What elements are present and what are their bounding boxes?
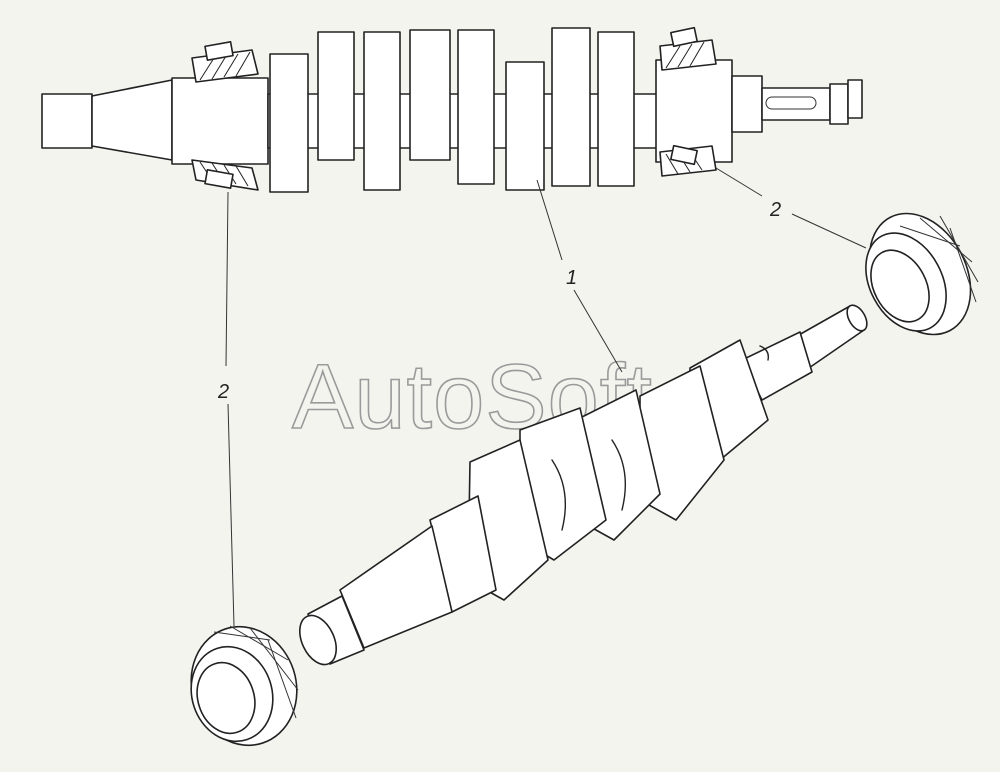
crank-pin-section <box>505 61 545 191</box>
crank-web-2 <box>317 31 355 161</box>
right-shaft-shoulder <box>829 83 849 125</box>
crankshaft-elevation-view <box>41 26 863 193</box>
crank-web-1 <box>269 53 309 193</box>
tapered-roller-bearing-right <box>865 212 979 336</box>
right-shaft <box>761 87 831 121</box>
crank-web-7 <box>597 31 635 187</box>
left-journal <box>171 77 269 165</box>
crank-web-5 <box>457 29 495 185</box>
left-bearing-section <box>191 41 259 191</box>
callout-label-2-right: 2 <box>769 199 781 221</box>
iso-left-end-face <box>299 614 337 666</box>
right-bearing-section <box>659 26 717 177</box>
crank-web-4 <box>409 29 451 161</box>
crank-web-6 <box>551 27 591 187</box>
left-shaft-end <box>41 93 93 149</box>
crank-web-3 <box>363 31 401 191</box>
iso-taper <box>339 525 453 649</box>
leader-lines <box>225 167 867 627</box>
callout-label-2-left: 2 <box>217 381 229 403</box>
crankshaft-isometric-view <box>299 304 868 666</box>
tapered-roller-bearing-left <box>190 625 299 747</box>
callout-label-1: 1 <box>566 267 577 289</box>
tapered-shaft-section <box>91 79 173 161</box>
right-shaft-collar <box>731 75 763 133</box>
right-journal <box>655 59 733 163</box>
keyway <box>765 96 817 110</box>
right-shaft-end <box>847 79 863 119</box>
